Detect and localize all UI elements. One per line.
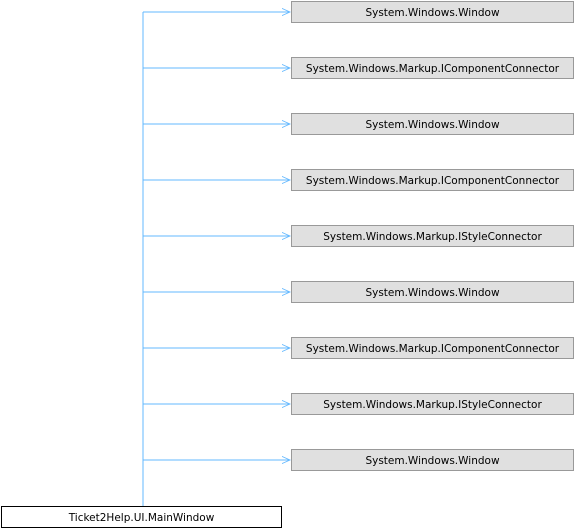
base-class-system-windows-markup-istyleconnector[interactable]: System.Windows.Markup.IStyleConnector	[291, 393, 574, 415]
inheritance-edges	[142, 12, 290, 506]
base-class-system-windows-window[interactable]: System.Windows.Window	[291, 113, 574, 135]
base-class-label: System.Windows.Markup.IStyleConnector	[323, 399, 542, 411]
derived-class-node: Ticket2Help.UI.MainWindow	[1, 506, 282, 528]
base-class-label: System.Windows.Window	[365, 287, 500, 299]
base-class-label: System.Windows.Window	[365, 455, 500, 467]
base-class-label: System.Windows.Window	[365, 119, 500, 131]
base-class-label: System.Windows.Markup.IStyleConnector	[323, 231, 542, 243]
base-class-system-windows-window[interactable]: System.Windows.Window	[291, 281, 574, 303]
base-class-label: System.Windows.Window	[365, 7, 500, 19]
base-class-label: System.Windows.Markup.IComponentConnecto…	[306, 175, 560, 187]
base-class-system-windows-markup-istyleconnector[interactable]: System.Windows.Markup.IStyleConnector	[291, 225, 574, 247]
derived-class-label: Ticket2Help.UI.MainWindow	[68, 512, 215, 524]
base-class-label: System.Windows.Markup.IComponentConnecto…	[306, 343, 560, 355]
base-class-system-windows-markup-icomponentconnector[interactable]: System.Windows.Markup.IComponentConnecto…	[291, 57, 574, 79]
base-class-system-windows-markup-icomponentconnector[interactable]: System.Windows.Markup.IComponentConnecto…	[291, 169, 574, 191]
base-class-system-windows-window[interactable]: System.Windows.Window	[291, 1, 574, 23]
base-class-system-windows-window[interactable]: System.Windows.Window	[291, 449, 574, 471]
base-class-system-windows-markup-icomponentconnector[interactable]: System.Windows.Markup.IComponentConnecto…	[291, 337, 574, 359]
base-class-label: System.Windows.Markup.IComponentConnecto…	[306, 63, 560, 75]
